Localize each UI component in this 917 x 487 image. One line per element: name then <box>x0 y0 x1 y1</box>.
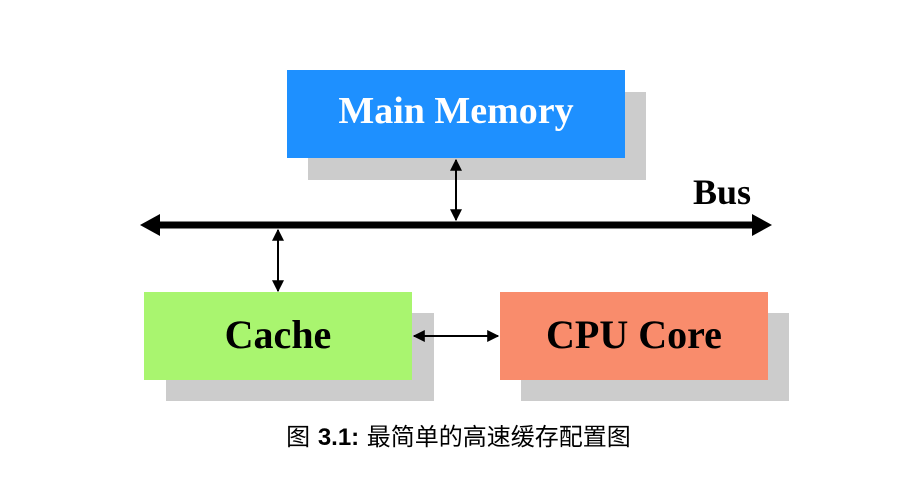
bus-label: Bus <box>693 172 751 212</box>
cpu-core-label: CPU Core <box>546 312 722 357</box>
cache-label: Cache <box>225 312 332 357</box>
figure-caption: 图 3.1: 最简单的高速缓存配置图 <box>0 420 917 455</box>
bus-right-arrow <box>752 214 772 236</box>
bus: Bus <box>140 172 772 236</box>
caption-prefix: 图 <box>286 423 318 451</box>
cpu-core-fill <box>500 292 768 380</box>
caption-text: 最简单的高速缓存配置图 <box>359 423 631 451</box>
main-memory-box: Main Memory <box>287 70 646 180</box>
cache-fill <box>144 292 412 380</box>
main-memory-label: Main Memory <box>338 90 573 132</box>
cache-box: Cache <box>144 292 434 401</box>
cpu-core-box: CPU Core <box>500 292 789 401</box>
main-memory-fill <box>287 70 625 158</box>
bus-left-arrow <box>140 214 160 236</box>
caption-figure-number: 3.1: <box>317 424 360 451</box>
